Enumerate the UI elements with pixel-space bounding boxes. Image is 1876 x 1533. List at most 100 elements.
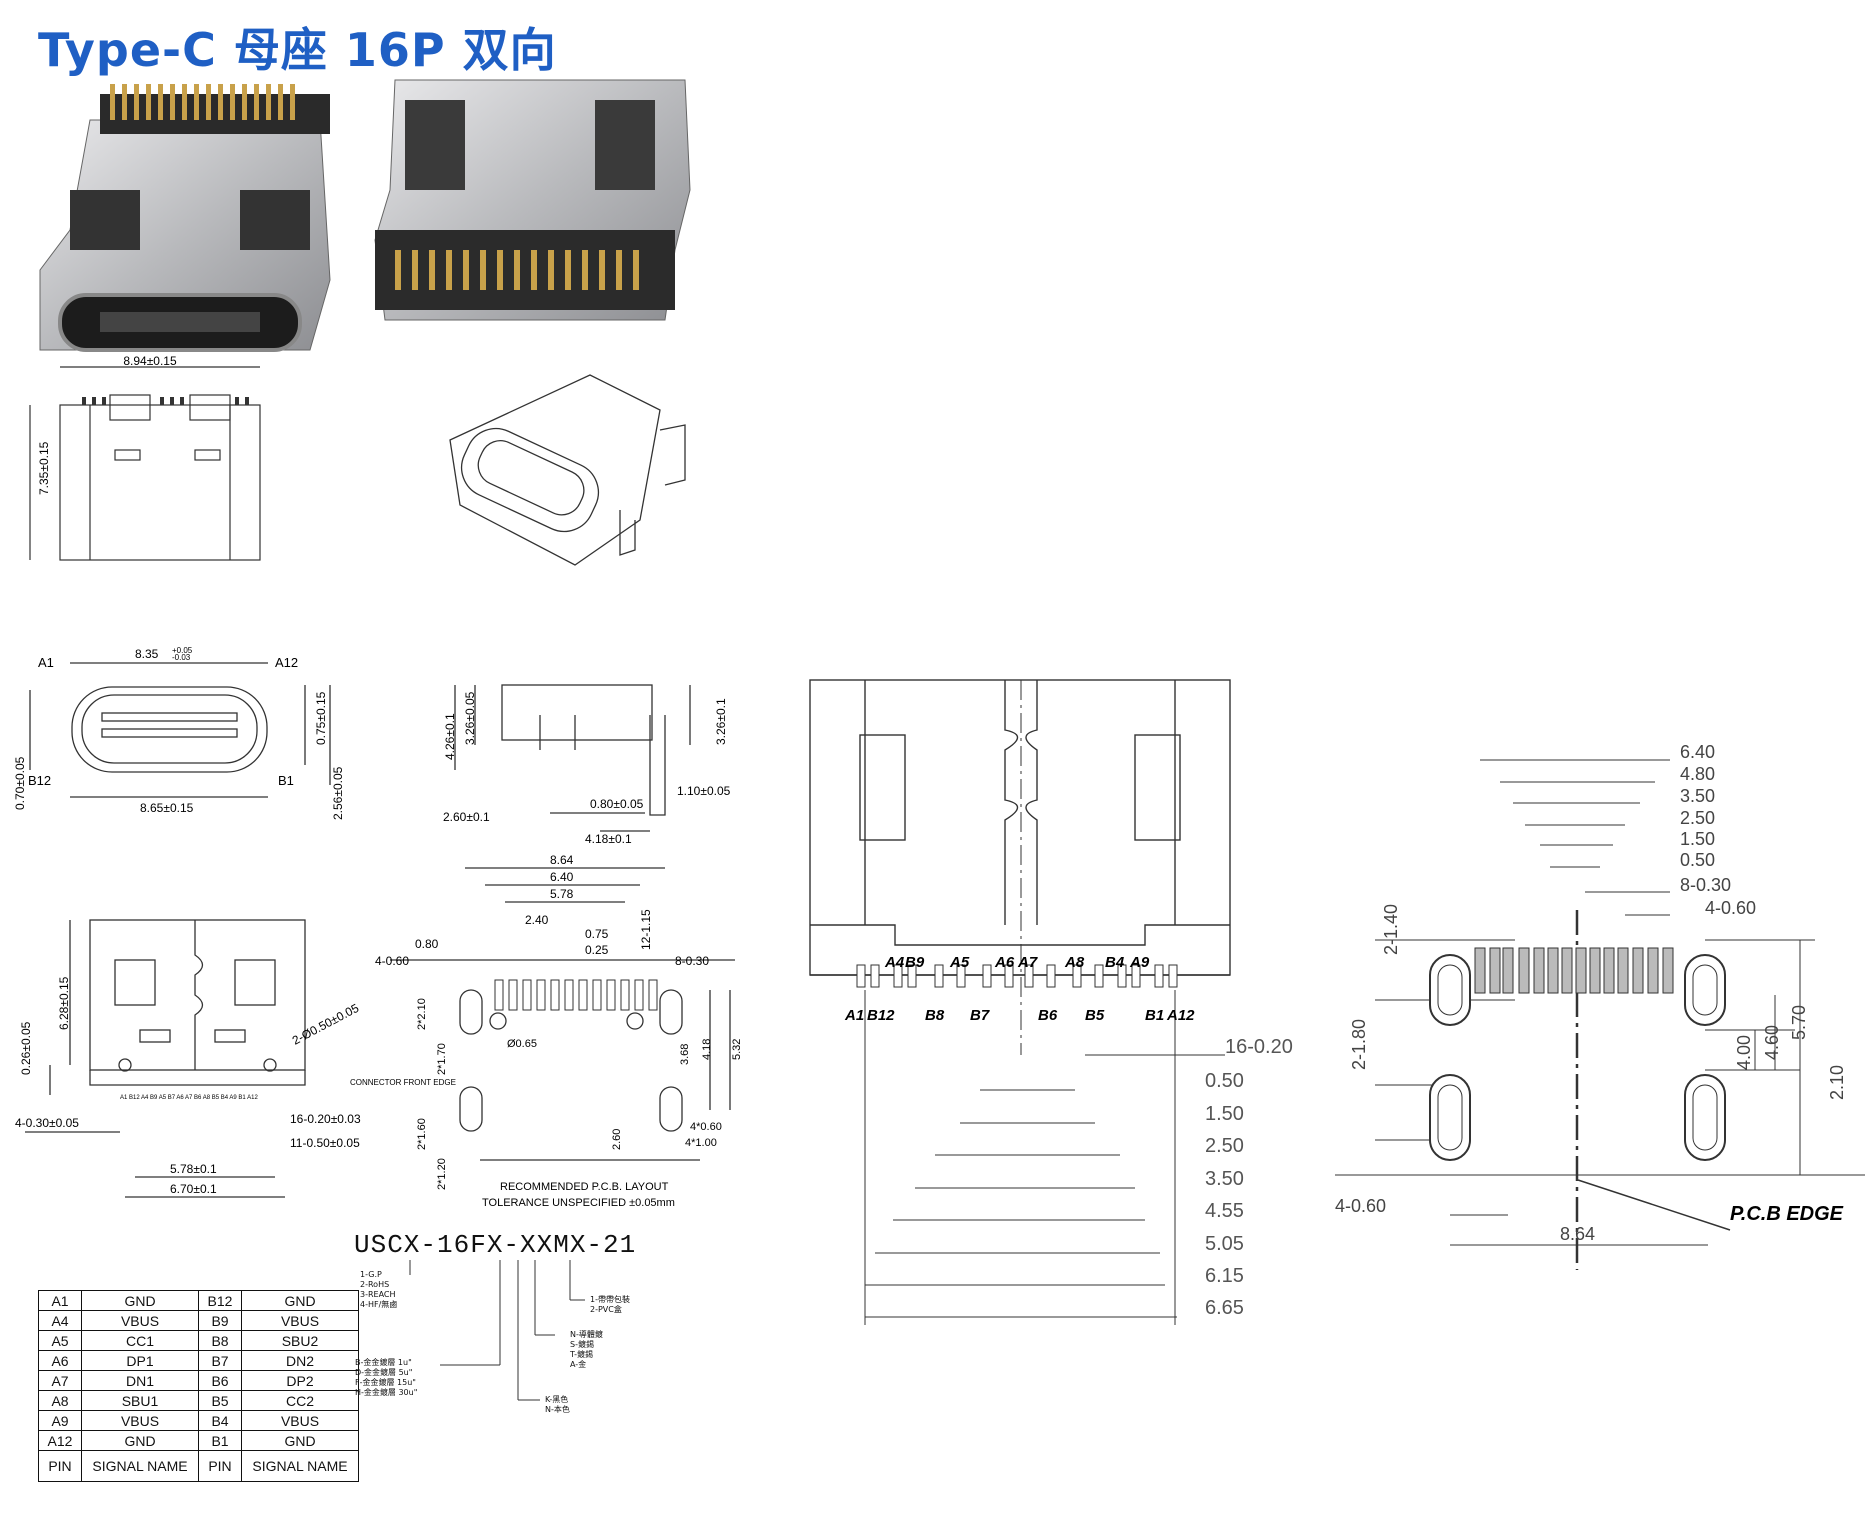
bottom-dim-4: 5.78±0.1 bbox=[170, 1162, 217, 1176]
bottom-view-drawing: 6.28±0.15 0.26±0.05 2-Ø0.50±0.05 A1 B12 … bbox=[15, 919, 361, 1198]
pin-cell: B5 bbox=[198, 1390, 242, 1411]
part-option-d-4: H-金金鍍層 30u" bbox=[355, 1388, 418, 1397]
part-option-d-2: D-金金鍍層 5u" bbox=[355, 1368, 413, 1377]
pcb-dim-side-7: 5.32 bbox=[731, 1039, 743, 1060]
side-dim-4: 1.10±0.05 bbox=[677, 784, 731, 798]
header-cell: PIN bbox=[198, 1450, 242, 1482]
pin-detail-drawing: A4 B9 A5 A6 A7 A8 B4 A9 A1 B12 B8 B7 B6 … bbox=[809, 679, 1293, 1325]
part-options-d: B-金金鍍層 1u" D-金金鍍層 5u" F-金金鍍層 15u" H-金金鍍層… bbox=[355, 1358, 417, 1398]
pcbd-dim-1: 4.80 bbox=[1680, 764, 1715, 784]
signal-cell: CC1 bbox=[81, 1330, 199, 1351]
pcb-dim-side-3: 2*1.70 bbox=[436, 1043, 448, 1075]
signal-cell: DN2 bbox=[241, 1350, 359, 1371]
part-option-e-2: N-本色 bbox=[545, 1405, 570, 1414]
pcb-dim-side-6: 4.18 bbox=[701, 1039, 713, 1060]
signal-cell: VBUS bbox=[81, 1310, 199, 1331]
pin-cell: B9 bbox=[198, 1310, 242, 1331]
pcb-dim-side-10: 2.60 bbox=[611, 1129, 623, 1150]
pcbd-vert-3: 4.60 bbox=[1762, 1025, 1782, 1060]
signal-cell: VBUS bbox=[241, 1310, 359, 1331]
pcb-dim-side-12: 4*1.00 bbox=[685, 1137, 717, 1149]
pcb-dim-side-11: 4*0.60 bbox=[690, 1121, 722, 1133]
front-label-b12: B12 bbox=[28, 773, 51, 788]
front-right-dim-b: 2.56±0.05 bbox=[331, 766, 345, 820]
part-option-c-2: S-鍍錫 bbox=[570, 1340, 594, 1349]
page-title: Type-C 母座 16P 双向 bbox=[38, 23, 557, 77]
part-option-c-4: A-金 bbox=[570, 1360, 587, 1369]
signal-cell: DN1 bbox=[81, 1370, 199, 1391]
pcb-front-edge: CONNECTOR FRONT EDGE bbox=[350, 1078, 456, 1087]
pcbd-dim-4: 1.50 bbox=[1680, 829, 1715, 849]
pcb-dim-side-1: 8-0.30 bbox=[675, 954, 709, 968]
pcb-caption-1: RECOMMENDED P.C.B. LAYOUT bbox=[500, 1181, 669, 1193]
pin-cell: B1 bbox=[198, 1430, 242, 1451]
pcbd-bottom-1: 8.64 bbox=[1560, 1224, 1595, 1244]
side-dim-2: 3.26±0.05 bbox=[463, 691, 477, 745]
part-number-tree bbox=[409, 1260, 585, 1401]
pcb-edge-label: P.C.B EDGE bbox=[1730, 1203, 1844, 1225]
signal-cell: GND bbox=[81, 1430, 199, 1451]
pcb-dim-side-2: 2*2.10 bbox=[416, 998, 428, 1030]
part-options-e: K-黑色 N-本色 bbox=[545, 1395, 570, 1415]
pcb-dim-top-7: 12-1.15 bbox=[639, 909, 653, 950]
part-option-c-1: N-導體鍍 bbox=[570, 1330, 603, 1339]
pcb-dim-side-0: 4-0.60 bbox=[375, 954, 409, 968]
signal-cell: VBUS bbox=[241, 1410, 359, 1431]
pcb-dim-side-5: 3.68 bbox=[679, 1044, 691, 1065]
part-options-c: N-導體鍍 S-鍍錫 T-鍍錫 A-金 bbox=[570, 1330, 603, 1370]
pin-top-label-0: A4 bbox=[884, 954, 905, 971]
pin-bottom-label-2: B8 bbox=[925, 1007, 945, 1024]
pin-bottom-label-7: A12 bbox=[1166, 1007, 1195, 1024]
part-option-a-4: 4-HF/無鹵 bbox=[360, 1300, 398, 1309]
pcb-dim-side-4: Ø0.65 bbox=[507, 1038, 537, 1050]
part-option-a-2: 2-RoHS bbox=[360, 1280, 390, 1289]
pin-bottom-label-3: B7 bbox=[970, 1007, 990, 1024]
bottom-pin-row: A1 B12 A4 B9 A5 B7 A6 A7 B6 A8 B5 B4 A9 … bbox=[120, 1095, 258, 1101]
pcbd-dim-3: 2.50 bbox=[1680, 808, 1715, 828]
header-cell: SIGNAL NAME bbox=[81, 1450, 199, 1482]
pin-dim-4: 3.50 bbox=[1205, 1168, 1244, 1190]
signal-cell: GND bbox=[241, 1290, 359, 1311]
pin-cell: A4 bbox=[38, 1310, 82, 1331]
pin-dim-7: 6.15 bbox=[1205, 1265, 1244, 1287]
pcbd-dim-2: 3.50 bbox=[1680, 786, 1715, 806]
pin-top-label-3: A6 bbox=[994, 954, 1015, 971]
part-option-e-1: K-黑色 bbox=[545, 1395, 569, 1404]
pin-dim-5: 4.55 bbox=[1205, 1200, 1244, 1222]
pcbd-dim-7: 4-0.60 bbox=[1705, 898, 1756, 918]
pin-cell: A6 bbox=[38, 1350, 82, 1371]
pcb-dim-top-6: 0.80 bbox=[415, 937, 439, 951]
signal-cell: SBU2 bbox=[241, 1330, 359, 1351]
pin-cell: A1 bbox=[38, 1290, 82, 1311]
pin-top-label-1: B9 bbox=[905, 954, 925, 971]
front-top-tol-lower: -0.03 bbox=[172, 653, 191, 662]
bottom-dim-5: 6.70±0.1 bbox=[170, 1182, 217, 1196]
signal-cell: GND bbox=[81, 1290, 199, 1311]
signal-cell: VBUS bbox=[81, 1410, 199, 1431]
part-option-a-3: 3-REACH bbox=[360, 1290, 396, 1299]
pin-bottom-label-5: B5 bbox=[1085, 1007, 1105, 1024]
pin-cell: B8 bbox=[198, 1330, 242, 1351]
part-options-b: 1-帶帶包裝 2-PVC盒 bbox=[590, 1295, 630, 1315]
part-option-b-1: 1-帶帶包裝 bbox=[590, 1295, 630, 1304]
pin-cell: A8 bbox=[38, 1390, 82, 1411]
pcb-dim-top-5: 0.25 bbox=[585, 943, 609, 957]
signal-cell: GND bbox=[241, 1430, 359, 1451]
pcb-dim-top-1: 6.40 bbox=[550, 870, 574, 884]
pin-cell: A5 bbox=[38, 1330, 82, 1351]
connector-photo-top bbox=[39, 84, 331, 352]
pin-cell: B7 bbox=[198, 1350, 242, 1371]
pin-top-label-2: A5 bbox=[949, 954, 970, 971]
pin-cell: A9 bbox=[38, 1410, 82, 1431]
pin-bottom-label-1: B12 bbox=[867, 1007, 895, 1024]
bottom-dim-2: 11-0.50±0.05 bbox=[290, 1136, 360, 1150]
pcbd-vert-4: 5.70 bbox=[1789, 1005, 1809, 1040]
pin-top-label-4: A7 bbox=[1017, 954, 1038, 971]
signal-cell: DP1 bbox=[81, 1350, 199, 1371]
